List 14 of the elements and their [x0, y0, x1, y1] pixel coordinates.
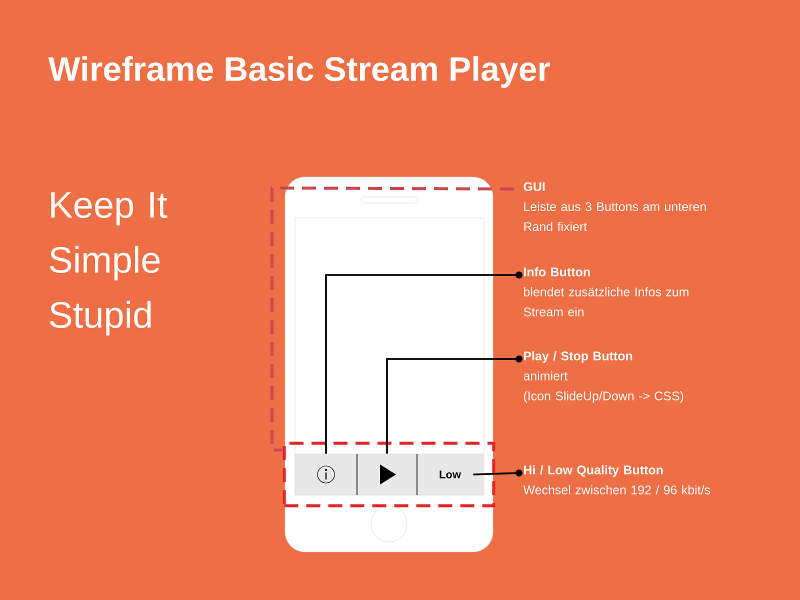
- play-button: [356, 454, 418, 496]
- annotation-text: Hi / Low Quality Button Wechsel zwischen 192 / 96 kbit/s: [523, 465, 710, 494]
- leader-line: [270, 186, 514, 452]
- leader-line: [386, 356, 522, 454]
- annotation-text: GUI Leiste aus 3 Buttons am unteren Rand fixiert: [524, 182, 706, 232]
- quality-button: Low: [416, 454, 484, 496]
- title: Wireframe Basic Stream Player: [48, 56, 550, 88]
- info-button: [294, 454, 358, 496]
- slogan: Keep It Simple Stupid: [50, 192, 168, 336]
- annotation-text: Info Button blendet zusätzliche Infos zum Stream ein: [524, 267, 688, 316]
- leader-line: [325, 272, 522, 454]
- annotation-text: Play / Stop Button animiert (Icon SlideUp/Down -> CSS): [524, 351, 684, 403]
- leader-line: [473, 470, 522, 476]
- dashed-frame: [282, 442, 496, 508]
